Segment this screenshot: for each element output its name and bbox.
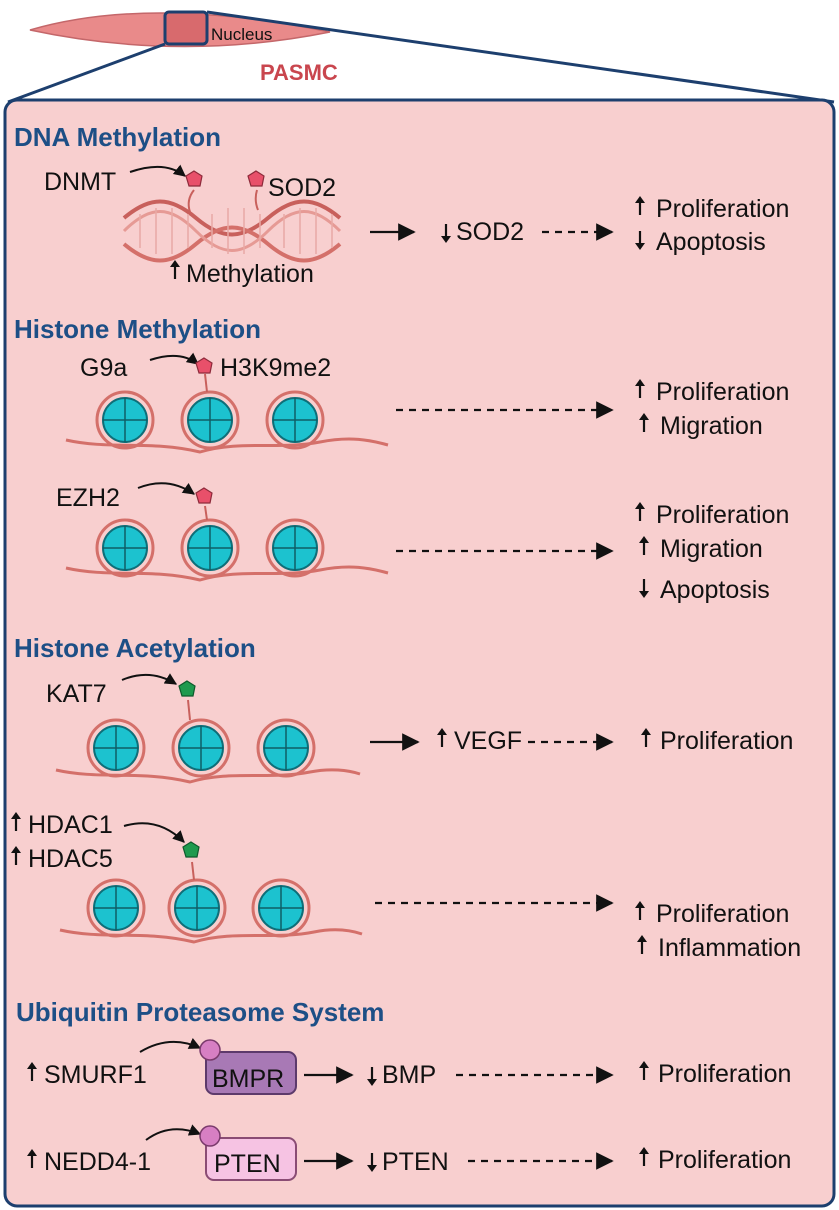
- outcome-label: Proliferation: [658, 1060, 791, 1088]
- pten-box: [205, 1137, 297, 1181]
- outcome-label: Proliferation: [660, 727, 793, 755]
- ezh2-arrow: [137, 482, 195, 495]
- nucleosome: [95, 518, 155, 578]
- dnmt-arrow: [129, 164, 186, 177]
- bmpr-box: [205, 1051, 297, 1095]
- nucleosome: [265, 518, 325, 578]
- nucleus-label: Nucleus: [211, 25, 272, 44]
- zoom-line-right: [206, 10, 835, 104]
- g9a-arrow: [149, 352, 199, 365]
- outcome-label: Proliferation: [656, 900, 789, 928]
- outcome-label: Apoptosis: [660, 576, 770, 604]
- smurf1-label: SMURF1: [44, 1061, 147, 1089]
- nucleus-box: [163, 10, 209, 46]
- pasmc-label: PASMC: [260, 60, 338, 85]
- ezh2-label: EZH2: [56, 484, 120, 512]
- kat7-label: KAT7: [46, 680, 107, 708]
- nucleosome: [167, 878, 227, 938]
- nucleosome: [86, 878, 146, 938]
- nedd4-label: NEDD4-1: [44, 1148, 151, 1176]
- outcome-label: Apoptosis: [656, 228, 766, 256]
- hdac1-label: HDAC1: [28, 811, 113, 839]
- dna-methylation-title: DNA Methylation: [14, 122, 221, 152]
- hdac5-label: HDAC5: [28, 845, 113, 873]
- ubiquitin-title: Ubiquitin Proteasome System: [16, 997, 384, 1027]
- nucleosome: [171, 718, 231, 778]
- hdac-arrow: [123, 822, 185, 843]
- dna-helix: [122, 199, 342, 263]
- sod2-level-label: SOD2: [456, 218, 524, 246]
- nucleosome: [265, 390, 325, 450]
- acetyl-mark-icon: [182, 841, 200, 858]
- nucleosome: [86, 718, 146, 778]
- sod2-gene-label: SOD2: [268, 174, 336, 202]
- dna-strand: [65, 437, 389, 454]
- smurf1-arrow: [139, 1037, 202, 1053]
- methyl-mark-icon: [247, 170, 265, 187]
- nucleosome: [180, 390, 240, 450]
- methyl-mark-icon: [185, 170, 203, 187]
- g9a-label: G9a: [80, 354, 127, 382]
- nucleus-panel: [3, 98, 836, 1208]
- outcome-label: Proliferation: [656, 378, 789, 406]
- outcome-label: Proliferation: [656, 195, 789, 223]
- outcome-label: Migration: [660, 412, 763, 440]
- histone-methylation-title: Histone Methylation: [14, 314, 261, 344]
- bmp-label: BMP: [382, 1061, 436, 1089]
- dnmt-label: DNMT: [44, 168, 116, 196]
- outcome-label: Proliferation: [658, 1146, 791, 1174]
- acetyl-mark-icon: [178, 680, 196, 697]
- dna-strand: [65, 565, 389, 582]
- ubiquitin-icon: [199, 1125, 221, 1147]
- methyl-mark-icon: [195, 357, 213, 374]
- vegf-label: VEGF: [454, 727, 522, 755]
- outcome-label: Inflammation: [658, 934, 801, 962]
- pten-level-label: PTEN: [382, 1148, 449, 1176]
- nucleosome: [180, 518, 240, 578]
- nucleosome: [251, 878, 311, 938]
- histone-acetylation-title: Histone Acetylation: [14, 633, 256, 663]
- pten-protein-label: PTEN: [214, 1150, 281, 1178]
- methyl-mark-icon: [195, 487, 213, 504]
- ubiquitin-icon: [199, 1039, 221, 1061]
- outcome-label: Migration: [660, 535, 763, 563]
- nedd4-arrow: [145, 1124, 202, 1141]
- nucleosome: [95, 390, 155, 450]
- bmpr-label: BMPR: [212, 1065, 284, 1093]
- methylation-label: Methylation: [186, 260, 314, 288]
- zoom-line-left: [7, 42, 166, 104]
- kat7-arrow: [121, 673, 178, 685]
- h3k9me2-label: H3K9me2: [220, 354, 331, 382]
- nucleosome: [256, 718, 316, 778]
- outcome-label: Proliferation: [656, 501, 789, 529]
